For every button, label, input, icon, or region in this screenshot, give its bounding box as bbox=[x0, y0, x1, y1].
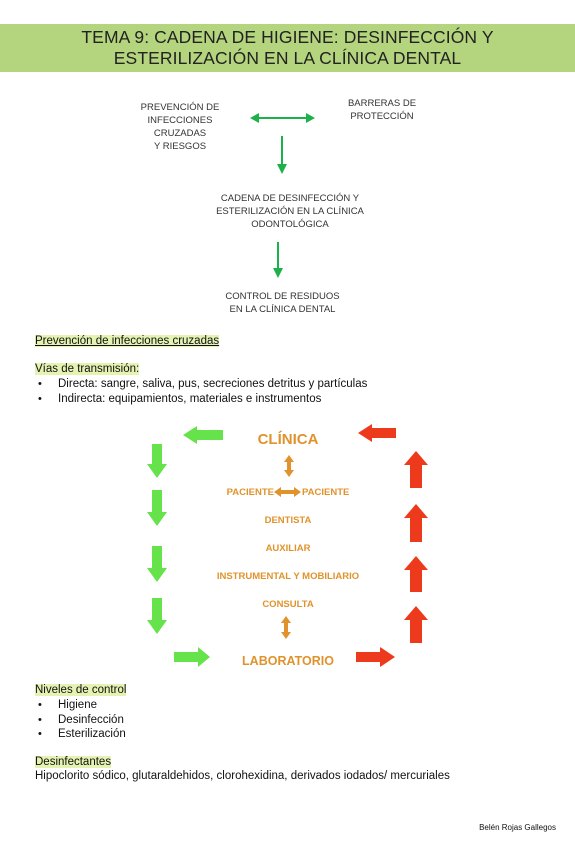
arrow-left-green-icon bbox=[183, 426, 223, 444]
heading-prevention-text: Prevención de infecciones cruzadas bbox=[35, 335, 220, 347]
cycle-assistant: AUXILIAR bbox=[265, 543, 311, 554]
heading-disinfectants-text: Desinfectantes bbox=[35, 756, 112, 768]
cycle-patient-left: PACIENTE bbox=[226, 487, 274, 498]
double-arrow-vertical-top-icon bbox=[284, 455, 294, 477]
arrow-left-red-icon bbox=[358, 424, 396, 442]
barriers-line-2: PROTECCIÓN bbox=[350, 111, 414, 122]
double-arrow-horizontal-orange-icon bbox=[274, 487, 301, 497]
heading-routes-text: Vías de transmisión: bbox=[35, 363, 140, 375]
chain-line-1: CADENA DE DESINFECCIÓN Y bbox=[220, 193, 360, 204]
cycle-clinic: CLÍNICA bbox=[257, 431, 319, 448]
list-item: Higiene bbox=[36, 698, 336, 713]
author-footer: Belén Rojas Gallegos bbox=[479, 823, 556, 832]
heading-routes: Vías de transmisión: bbox=[35, 363, 140, 375]
cycle-laboratory: LABORATORIO bbox=[242, 654, 334, 668]
waste-line-1: CONTROL DE RESIDUOS bbox=[225, 291, 340, 302]
arrow-down-green-2-icon bbox=[147, 490, 167, 526]
cycle-dentist: DENTISTA bbox=[264, 515, 312, 526]
arrow-down-green-3-icon bbox=[147, 546, 167, 582]
waste-node: CONTROL DE RESIDUOS EN LA CLÍNICA DENTAL bbox=[195, 290, 370, 316]
arrow-up-red-4-icon bbox=[404, 606, 428, 643]
list-item: Indirecta: equipamientos, materiales e i… bbox=[36, 392, 556, 407]
page-title-line-2: ESTERILIZACIÓN EN LA CLÍNICA DENTAL bbox=[113, 48, 462, 68]
disinfectants-text: Hipoclorito sódico, glutaraldehidos, clo… bbox=[35, 770, 450, 782]
title-bar bbox=[0, 24, 575, 72]
prevention-line-3: CRUZADAS bbox=[153, 128, 207, 139]
arrow-down-green-1-icon bbox=[147, 444, 167, 478]
waste-line-2: EN LA CLÍNICA DENTAL bbox=[229, 304, 336, 315]
arrow-right-red-icon bbox=[356, 647, 395, 667]
barriers-node: BARRERAS DE PROTECCIÓN bbox=[322, 97, 442, 123]
arrow-up-red-2-icon bbox=[404, 504, 428, 542]
chain-line-2: ESTERILIZACIÓN EN LA CLÍNICA bbox=[216, 206, 364, 217]
routes-list: Directa: sangre, saliva, pus, secrecione… bbox=[36, 377, 556, 406]
prevention-node: PREVENCIÓN DE INFECCIONES CRUZADAS Y RIE… bbox=[120, 101, 240, 153]
heading-disinfectants: Desinfectantes bbox=[35, 756, 112, 768]
heading-prevention: Prevención de infecciones cruzadas bbox=[35, 335, 220, 347]
double-arrow-vertical-bottom-icon bbox=[281, 616, 291, 639]
arrow-right-green-icon bbox=[174, 647, 210, 667]
barriers-line-1: BARRERAS DE bbox=[347, 98, 417, 109]
arrow-down-1-icon bbox=[277, 136, 287, 174]
chain-line-3: ODONTOLÓGICA bbox=[251, 219, 329, 230]
arrow-down-2-icon bbox=[273, 242, 283, 278]
cycle-consultation: CONSULTA bbox=[262, 599, 314, 610]
double-arrow-horizontal-icon bbox=[250, 113, 315, 123]
list-item: Desinfección bbox=[36, 713, 336, 728]
prevention-line-1: PREVENCIÓN DE bbox=[140, 102, 220, 113]
list-item: Directa: sangre, saliva, pus, secrecione… bbox=[36, 377, 556, 392]
cycle-patient-right: PACIENTE bbox=[302, 487, 350, 498]
prevention-line-2: INFECCIONES bbox=[147, 115, 213, 126]
chain-node: CADENA DE DESINFECCIÓN Y ESTERILIZACIÓN … bbox=[185, 192, 395, 231]
prevention-line-4: Y RIESGOS bbox=[153, 141, 207, 152]
levels-list: Higiene Desinfección Esterilización bbox=[36, 698, 336, 742]
arrow-up-red-1-icon bbox=[404, 451, 428, 488]
page-title-line-1: TEMA 9: CADENA DE HIGIENE: DESINFECCIÓN … bbox=[81, 27, 494, 47]
list-item: Esterilización bbox=[36, 727, 336, 742]
arrow-up-red-3-icon bbox=[404, 556, 428, 592]
heading-levels: Niveles de control bbox=[35, 684, 127, 696]
arrow-down-green-4-icon bbox=[147, 598, 167, 634]
heading-levels-text: Niveles de control bbox=[35, 684, 127, 696]
cycle-instrumental: INSTRUMENTAL Y MOBILIARIO bbox=[216, 571, 360, 582]
